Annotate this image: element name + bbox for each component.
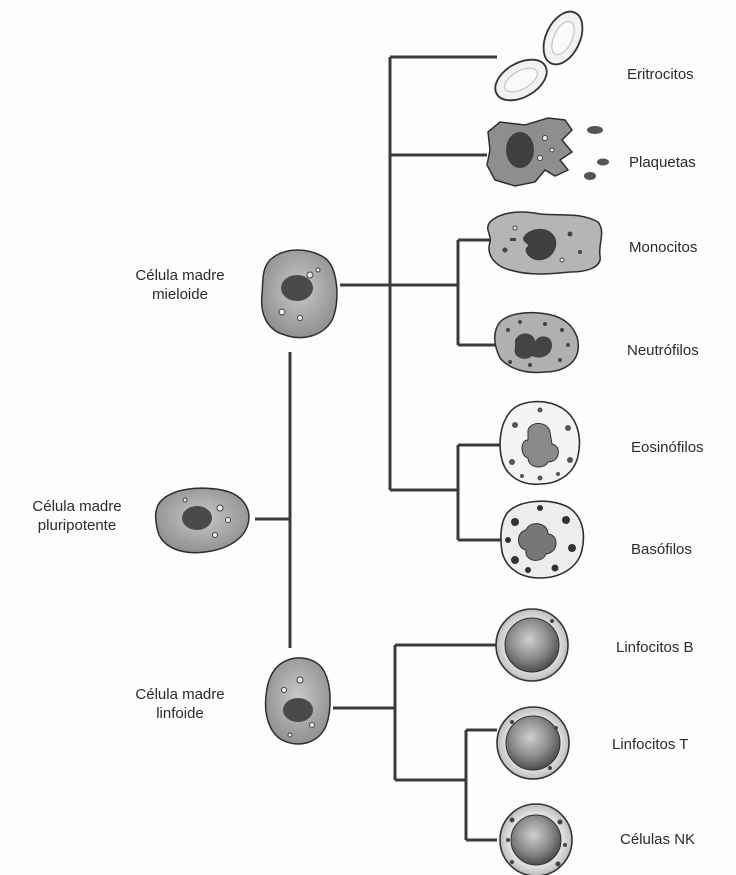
t-lymphocyte-icon [497, 707, 569, 779]
monocyte-neutrophil-branch [458, 240, 495, 345]
label-pluripotent-line2: pluripotente [2, 516, 152, 535]
nk-cell-icon [500, 804, 572, 875]
label-monocitos: Monocitos [629, 238, 697, 257]
label-eritrocitos: Eritrocitos [627, 65, 694, 84]
label-pluripotent-line1: Célula madre [2, 497, 152, 516]
eosinophil-basophil-branch [458, 445, 503, 540]
label-lymphoid-stem-cell: Célula madre linfoide [110, 685, 250, 723]
stem-cell-myeloid-icon [262, 250, 337, 338]
myeloid-main-branch [390, 57, 497, 490]
stem-cell-lymphoid-icon [266, 658, 331, 744]
stem-cell-pluripotent-icon [156, 488, 249, 552]
label-lymphoid-line1: Célula madre [110, 685, 250, 704]
basophil-icon [501, 501, 584, 578]
label-eosinofilos: Eosinófilos [631, 438, 704, 457]
label-lymphoid-line2: linfoide [110, 704, 250, 723]
platelet-icon [487, 118, 609, 186]
label-myeloid-line2: mieloide [110, 285, 250, 304]
label-myeloid-stem-cell: Célula madre mieloide [110, 266, 250, 304]
label-neutrofilos: Neutrófilos [627, 341, 699, 360]
neutrophil-icon [495, 313, 579, 373]
eosinophil-icon [500, 402, 579, 485]
label-linfocitos-b: Linfocitos B [616, 638, 694, 657]
b-lymphocyte-icon [496, 609, 568, 681]
label-celulas-nk: Células NK [620, 830, 695, 849]
lymphoid-branch [333, 645, 497, 840]
label-plaquetas: Plaquetas [629, 153, 696, 172]
erythrocyte-icon [488, 5, 590, 108]
label-linfocitos-t: Linfocitos T [612, 735, 688, 754]
monocyte-icon [488, 212, 602, 274]
label-myeloid-line1: Célula madre [110, 266, 250, 285]
label-basofilos: Basófilos [631, 540, 692, 559]
pluripotent-connector [255, 352, 290, 648]
label-pluripotent-stem-cell: Célula madre pluripotente [2, 497, 152, 535]
